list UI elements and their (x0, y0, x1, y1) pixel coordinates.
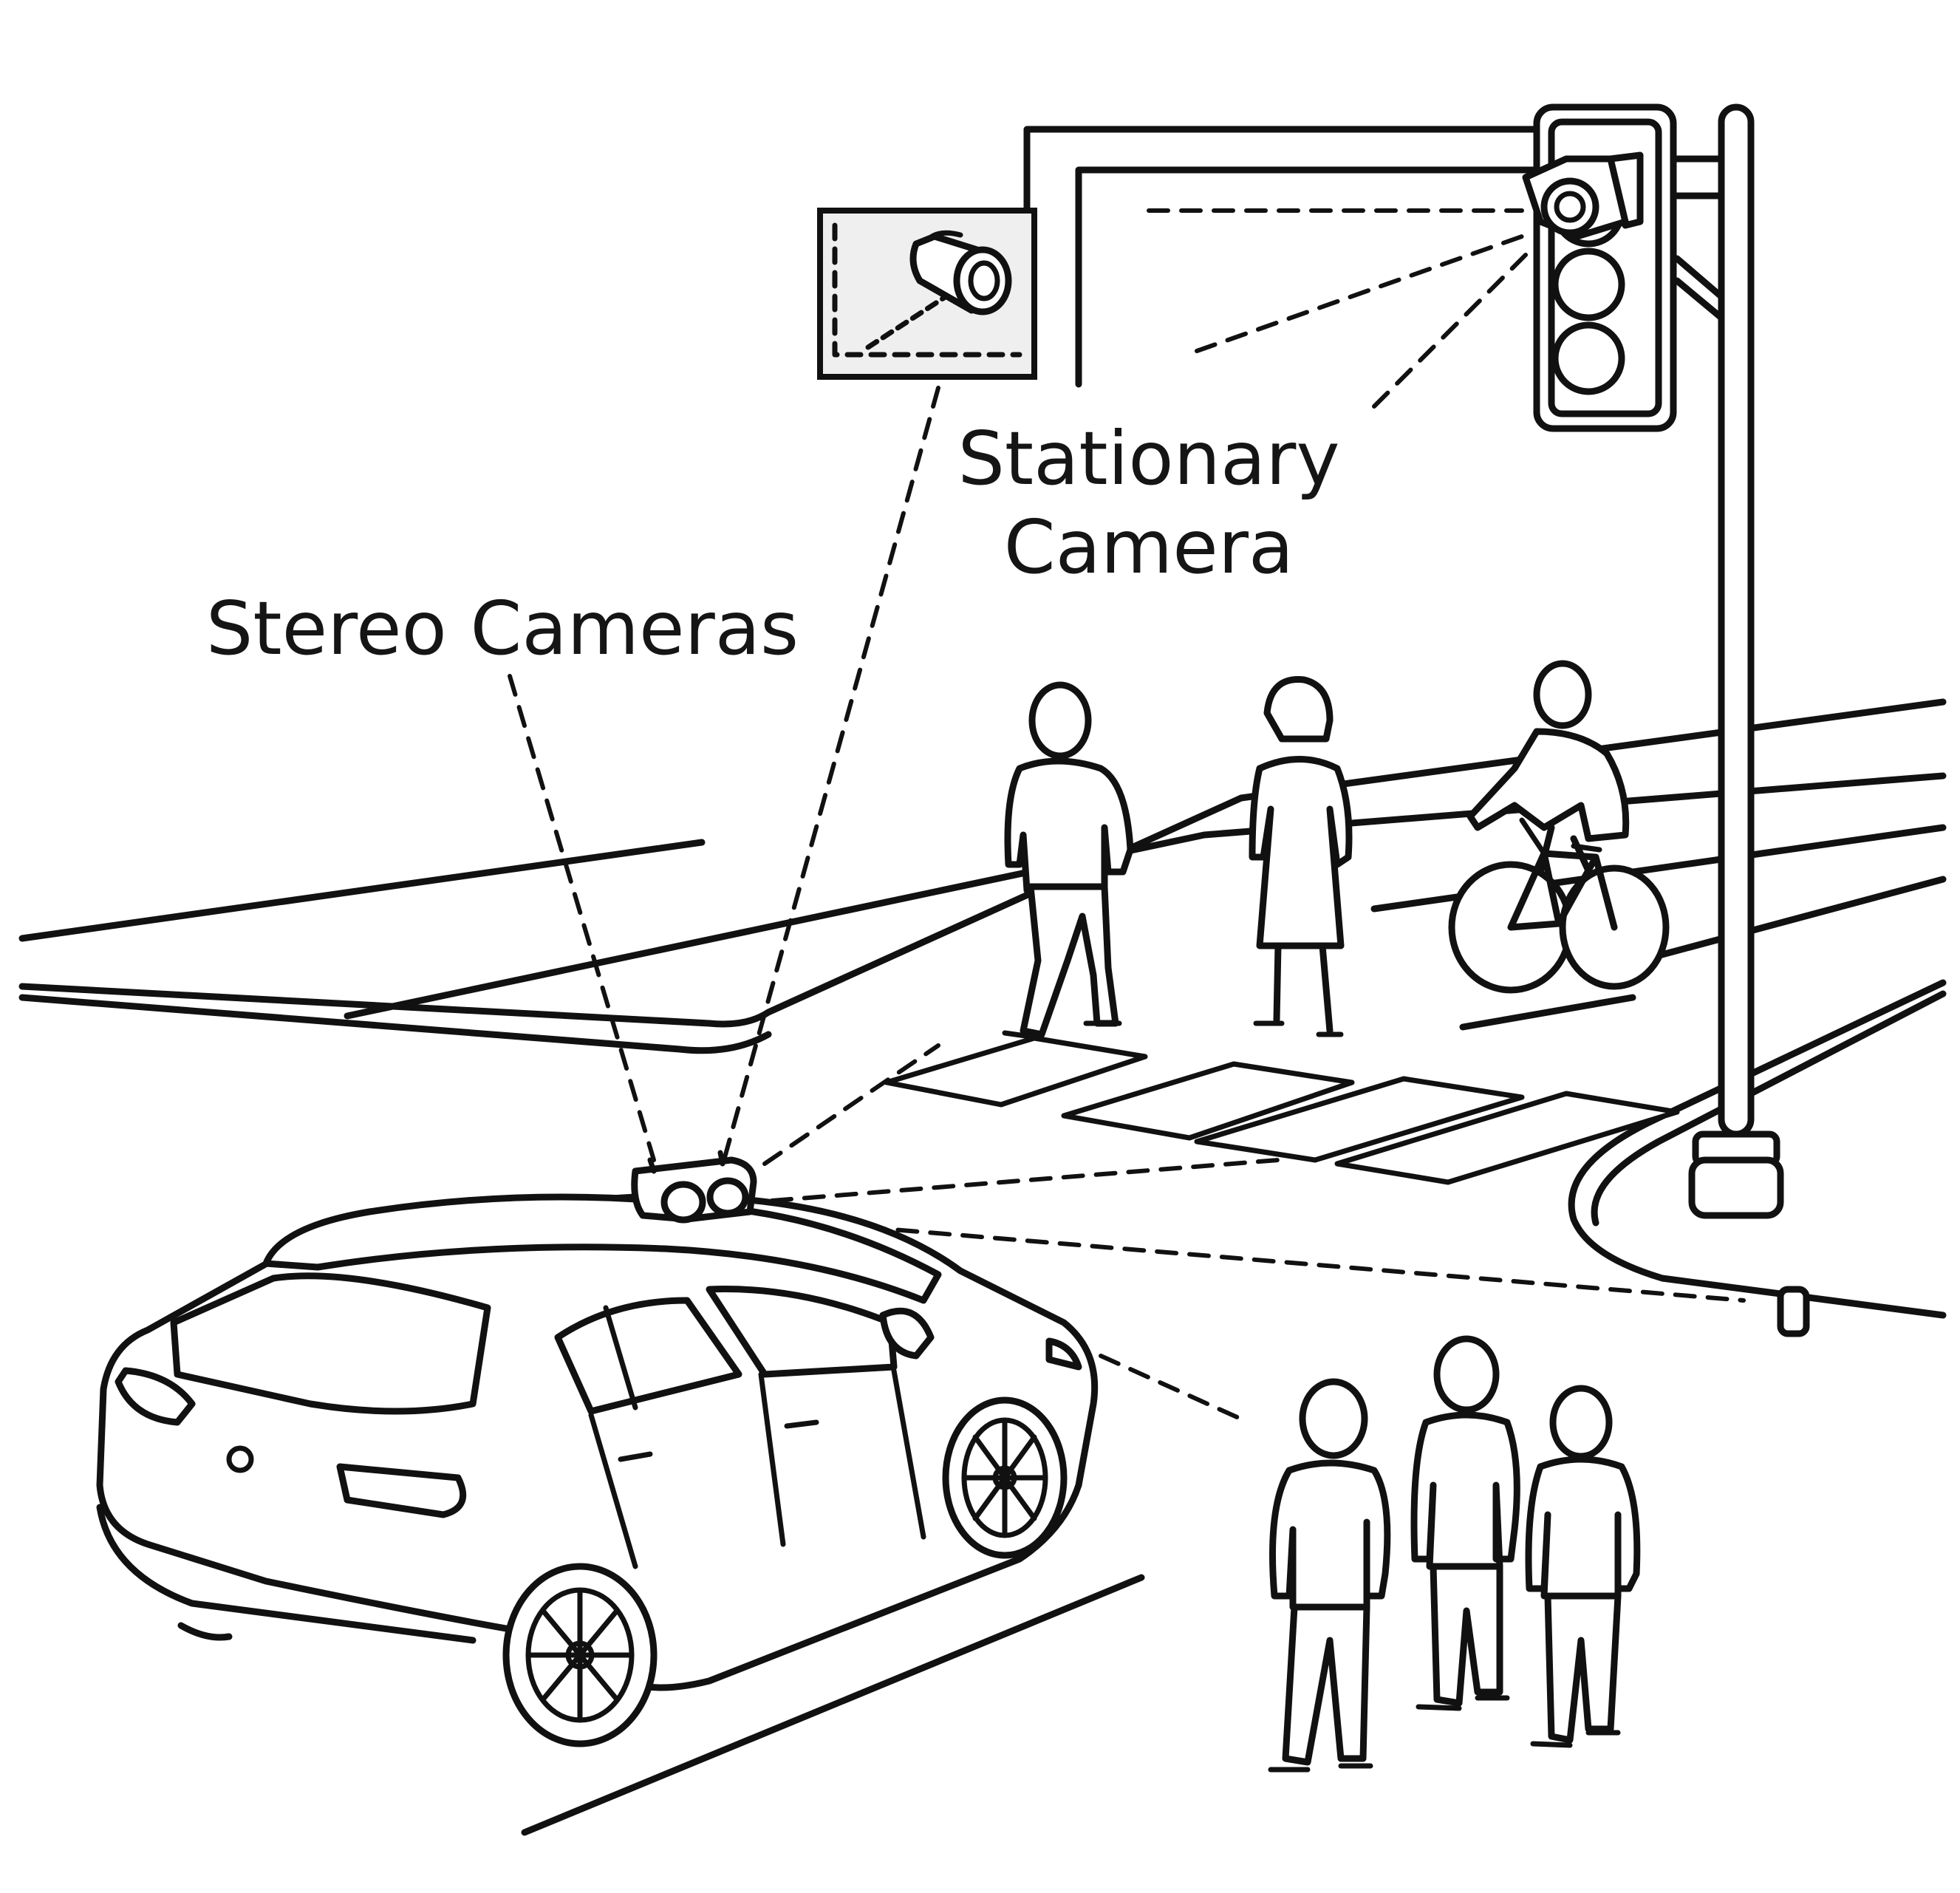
stereo-camera-icon (631, 1150, 757, 1224)
traffic-light-icon (1533, 103, 1677, 432)
camera-inset-panel (817, 208, 1037, 380)
crosswalk (884, 1035, 1680, 1185)
label-stationary-line2: Camera (1004, 504, 1294, 590)
road (18, 698, 1947, 1836)
sight-lines (508, 208, 1746, 1425)
car (96, 1193, 1099, 1747)
pedestrian-woman-walking (1249, 676, 1353, 1037)
foreground-person-middle (1410, 1335, 1520, 1711)
cyclist (1448, 660, 1670, 994)
foreground-person-left (1268, 1378, 1391, 1773)
stationary-camera-icon (1522, 151, 1644, 240)
label-stationary-line1: Stationary (957, 415, 1339, 502)
pedestrian-man-walking (1002, 681, 1134, 1041)
label-stereo-cameras: Stereo Cameras (206, 585, 799, 672)
foreground-person-right (1525, 1385, 1641, 1748)
